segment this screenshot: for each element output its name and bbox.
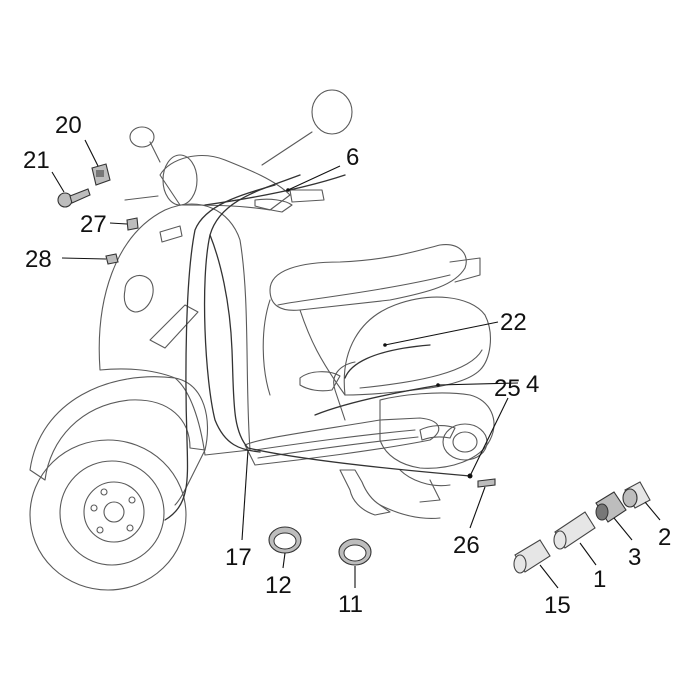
floorboard: [244, 417, 440, 466]
rear-rack: [449, 257, 481, 283]
center-stand: [339, 469, 391, 516]
front-wheel-tire: [29, 439, 187, 591]
front-wheel-rim: [59, 460, 165, 566]
engine-cable: [314, 384, 441, 416]
callout-21: 21: [23, 147, 50, 174]
scooter-illustration: [29, 89, 495, 591]
part-21-screw: [57, 188, 91, 208]
part-27-clip: [126, 217, 139, 231]
speedometer-cable: [203, 174, 301, 453]
left-mirror-stem: [149, 141, 161, 163]
callout-28: 28: [25, 246, 52, 273]
callout-15: 15: [544, 592, 571, 619]
side-panel: [343, 296, 491, 396]
wheel-hub: [103, 501, 125, 523]
right-mirror-stem: [261, 131, 313, 166]
choke-cable: [204, 174, 346, 206]
callout-12: 12: [265, 572, 292, 599]
front-shield: [98, 203, 251, 456]
part-11-clamp-band: [338, 538, 372, 566]
left-mirror: [129, 126, 155, 148]
front-mudguard: [29, 376, 208, 481]
part-1-sleeve: [553, 511, 596, 550]
part-15-adjuster: [513, 539, 551, 574]
engine-case: [379, 392, 495, 469]
callout-27: 27: [80, 211, 107, 238]
callout-22: 22: [500, 309, 527, 336]
callout-4: 4: [526, 371, 539, 398]
callout-6: 6: [346, 144, 359, 171]
seat-cable: [344, 344, 431, 379]
callout-20: 20: [55, 112, 82, 139]
callout-1: 1: [593, 566, 606, 593]
leader-lines: [51, 139, 661, 589]
part-12-clamp-band: [268, 526, 302, 554]
part-28-clip: [105, 253, 119, 265]
part-20-clip-nut: [91, 163, 111, 186]
callout-25: 25: [494, 375, 521, 402]
callout-26: 26: [453, 532, 480, 559]
callout-11: 11: [338, 591, 363, 618]
part-26-bolt: [477, 478, 496, 488]
throttle-cable: [164, 184, 276, 521]
headlight: [162, 154, 198, 206]
part-3-threaded-bush: [595, 491, 627, 523]
callout-labels: 20 21 27 28 6 22 4 25 26 17 12 11 2 3 1 …: [23, 112, 671, 619]
brake-disc: [83, 481, 145, 543]
callout-17: 17: [225, 544, 252, 571]
seat: [269, 244, 467, 311]
headset: [159, 155, 291, 211]
callout-2: 2: [658, 524, 671, 551]
callout-3: 3: [628, 544, 641, 571]
rear-brake-cable: [209, 234, 471, 477]
part-2-cap: [622, 481, 651, 509]
right-mirror: [311, 89, 353, 135]
cable-harness: [164, 174, 471, 521]
